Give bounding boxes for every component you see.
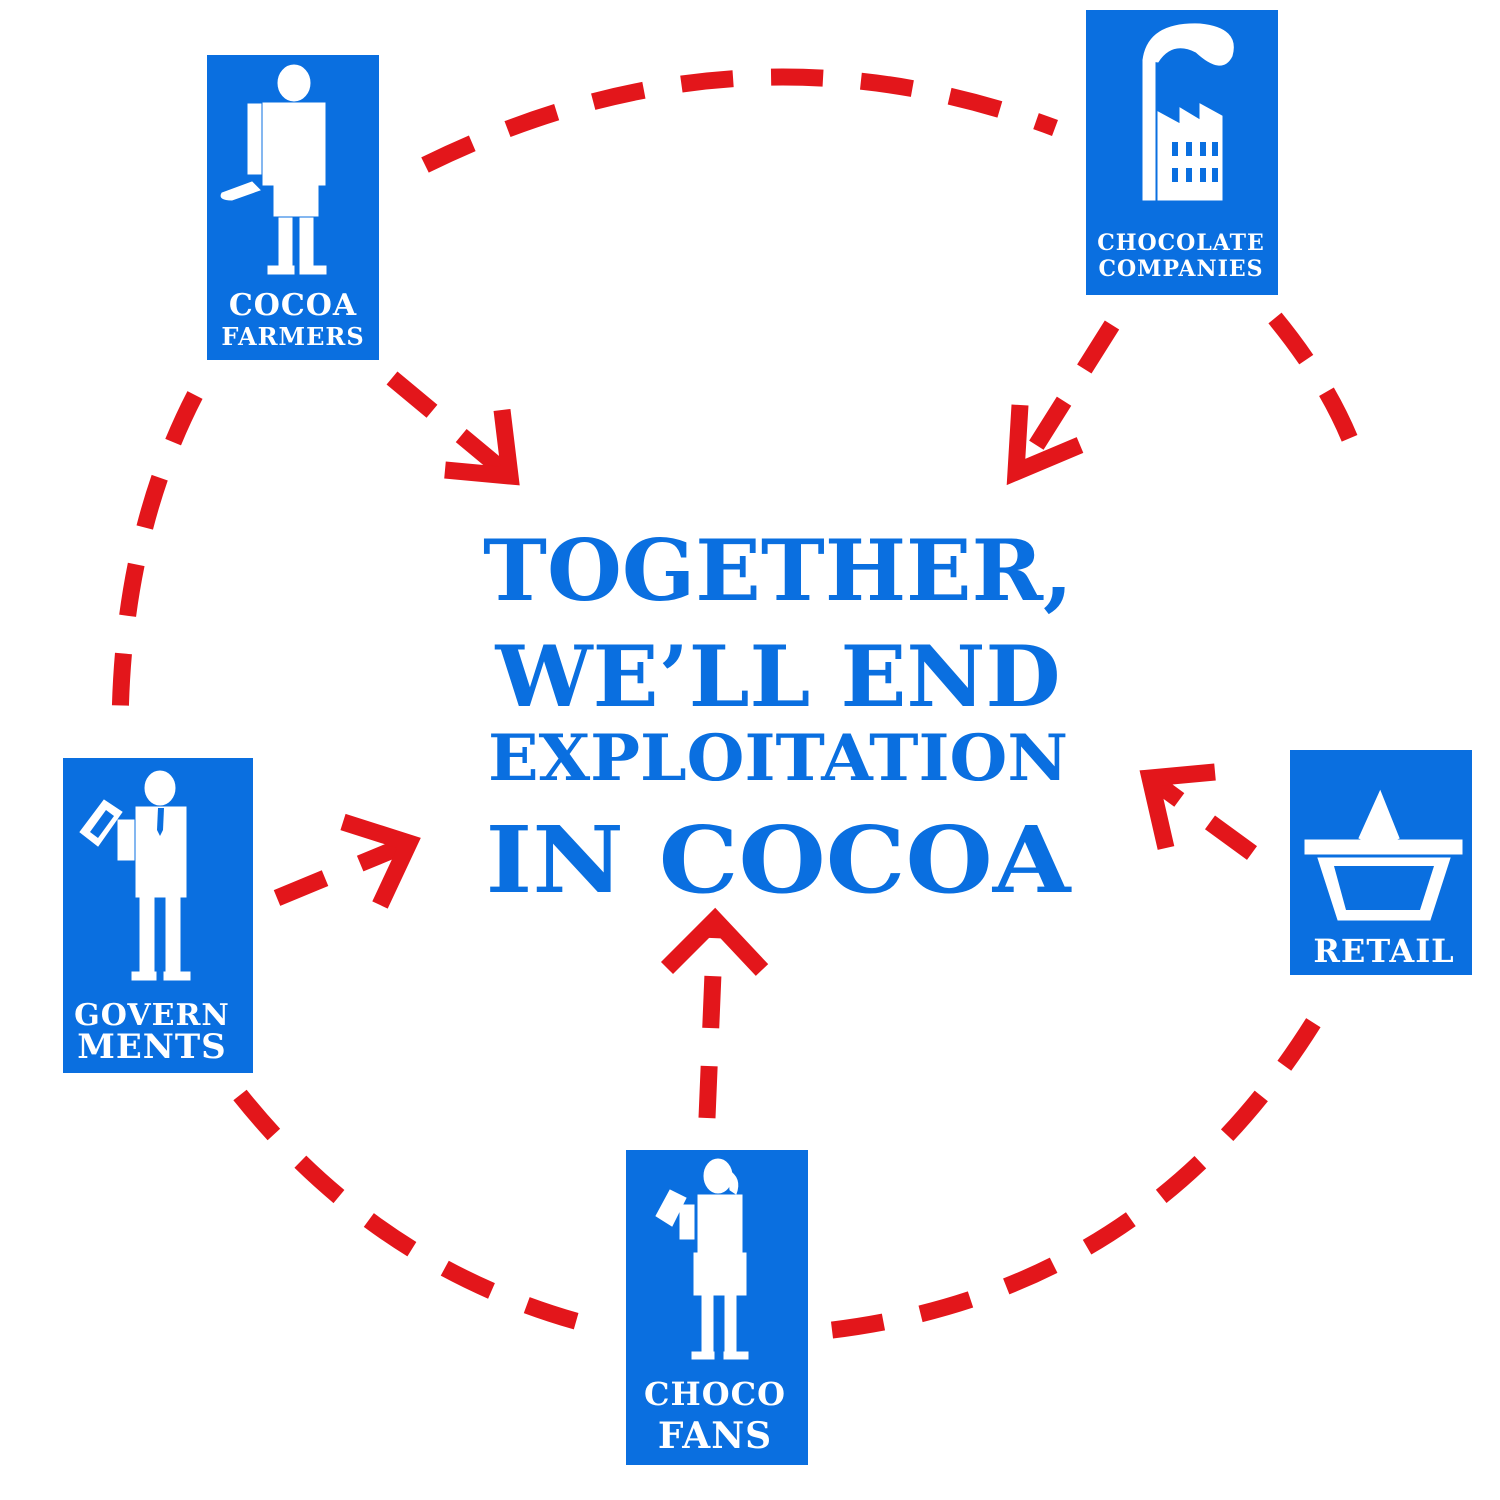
slogan-line-3: EXPLOITATION (488, 721, 1068, 796)
arrow-from-governments (273, 813, 421, 909)
arrow-from-farmers (386, 371, 520, 486)
node-chocolate-companies: CHOCOLATE COMPANIES (1086, 10, 1278, 295)
arrow-from-retail (1139, 763, 1258, 860)
slogan-line-1: TOGETHER, (483, 521, 1073, 620)
fan-with-chocolate-icon (655, 1158, 749, 1360)
connection-farmers-companies (421, 68, 1058, 173)
shopping-basket-icon (1304, 789, 1463, 921)
arrow-from-companies (1006, 320, 1120, 486)
slogan-line-2: WE’LL END (494, 627, 1060, 726)
factory-windows (1172, 142, 1218, 182)
governments-label-1: GOVERN (74, 998, 230, 1033)
farmer-with-machete-icon (220, 64, 327, 275)
arrow-from-fans (660, 907, 769, 1119)
connection-lines (111, 68, 1363, 1339)
choco-fans-label-2: FANS (658, 1415, 772, 1457)
chocolate-companies-label-1: CHOCOLATE (1097, 230, 1265, 256)
slogan: TOGETHER, WE’LL END EXPLOITATION IN COCO… (483, 521, 1073, 914)
official-with-document-icon (79, 770, 191, 981)
choco-fans-label-1: CHOCO (644, 1375, 786, 1413)
node-governments: GOVERN MENTS (63, 758, 253, 1073)
chocolate-companies-label-2: COMPANIES (1098, 256, 1263, 282)
connection-companies-retail (1268, 312, 1363, 455)
governments-label-2: MENTS (77, 1027, 226, 1067)
factory-icon (1142, 23, 1234, 201)
connection-fans-retail (830, 990, 1338, 1339)
cocoa-farmers-label-1: COCOA (229, 288, 357, 323)
node-cocoa-farmers: COCOA FARMERS (207, 55, 379, 360)
retail-label: RETAIL (1313, 932, 1454, 970)
connection-farmers-governments (111, 391, 203, 736)
cocoa-farmers-label-2: FARMERS (221, 322, 364, 351)
connection-governments-fans (233, 1089, 593, 1334)
node-choco-fans: CHOCO FANS (626, 1150, 808, 1465)
node-retail: RETAIL (1290, 750, 1472, 975)
arrows (273, 320, 1258, 1119)
slogan-line-4: IN COCOA (486, 806, 1073, 914)
